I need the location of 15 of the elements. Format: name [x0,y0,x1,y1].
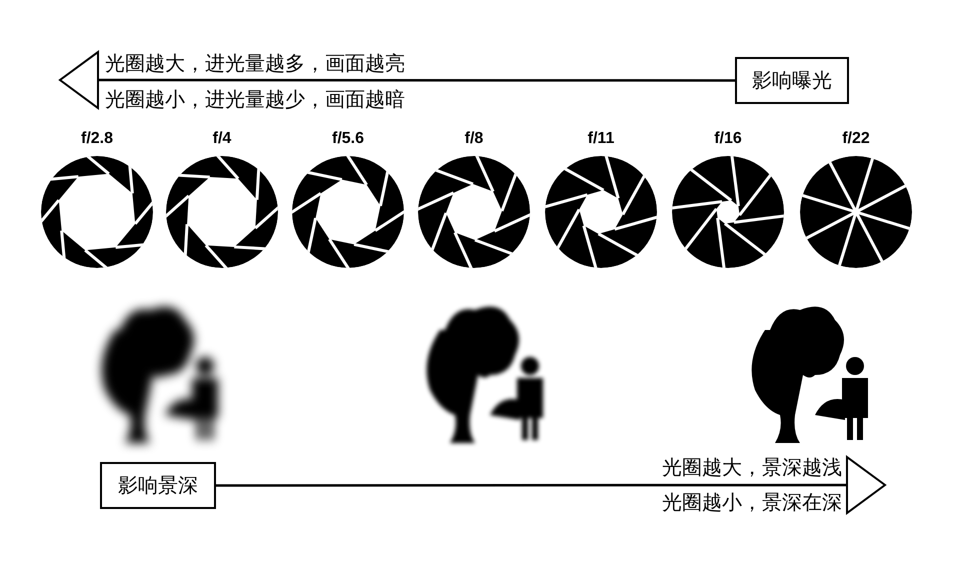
caption-text: 光圈越小，景深在深 [662,490,842,514]
caption-text: 光圈越大，景深越浅 [662,455,842,479]
caption-text: 光圈越大，进光量越多，画面越亮 [105,51,405,75]
aperture-value: f/5.6 [330,130,365,148]
arrow [59,51,735,110]
caption-text: 光圈越小，进光量越少，画面越暗 [105,87,405,111]
aperture-value: f/11 [586,130,616,148]
aperture-value: f/2.8 [80,130,114,148]
aperture-value: f/8 [464,130,484,148]
label-box: 影响曝光 [735,57,849,104]
aperture-value: f/16 [713,130,743,148]
aperture-value: f/4 [212,130,232,148]
aperture-value: f/22 [841,130,871,148]
label-box: 影响景深 [100,462,216,509]
arrow [216,456,886,514]
